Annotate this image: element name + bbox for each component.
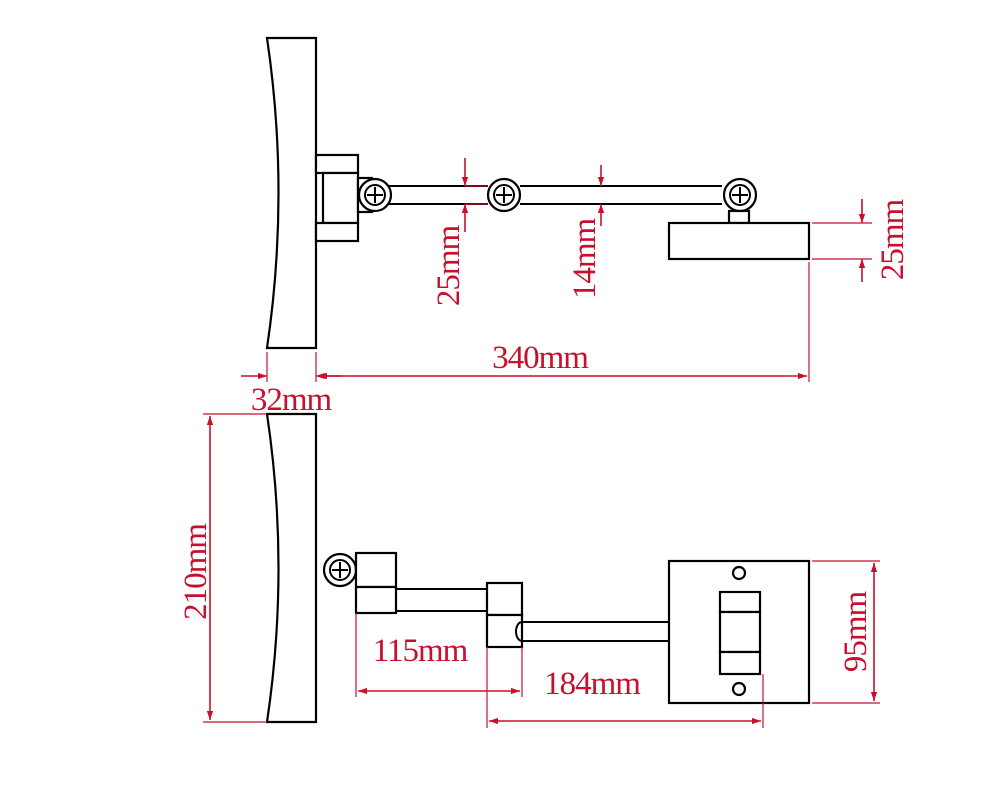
dim-base-25: 25mm: [812, 199, 911, 282]
top-screw-3-icon: [722, 177, 758, 213]
dim-segment-184-label: 184mm: [544, 666, 641, 702]
dim-arm-14-label: 14mm: [567, 218, 603, 300]
front-base-hole-bottom: [731, 681, 747, 697]
top-screw-2-icon: [486, 177, 522, 213]
front-knuckle-2-upper: [485, 581, 524, 617]
dim-height-210: 210mm: [178, 413, 267, 723]
front-mirror-profile: [265, 412, 318, 724]
front-arm-rod-1: [396, 588, 488, 612]
top-mirror-profile: [265, 36, 318, 350]
dim-arm-14: 14mm: [567, 165, 605, 300]
front-knuckle-1: [354, 551, 398, 589]
top-screw-1-icon: [357, 177, 393, 213]
dim-hinge-25: 25mm: [431, 158, 488, 306]
top-bracket-body: [321, 171, 360, 225]
dim-base-95: 95mm: [812, 560, 880, 704]
top-view: 25mm 14mm 25mm 340mm 32mm: [241, 36, 911, 418]
dim-height-210-label: 210mm: [178, 523, 214, 620]
top-base-stem: [727, 209, 751, 225]
top-arm-rod-2: [520, 185, 722, 205]
front-knuckle-1-lower: [354, 585, 398, 615]
dim-segment-184: 184mm: [486, 647, 764, 728]
top-base-plate: [667, 221, 811, 261]
front-view: 210mm 115mm 184mm 95mm: [178, 412, 880, 728]
top-arm-rod-1: [388, 185, 488, 205]
front-swivel-top: [718, 590, 762, 614]
front-swivel-bottom: [718, 650, 762, 676]
dim-hinge-25-label: 25mm: [431, 225, 467, 307]
dim-thickness-32-label: 32mm: [251, 382, 333, 418]
top-bracket-upper: [314, 153, 360, 175]
top-bracket-lower: [314, 221, 360, 243]
dim-base-95-label: 95mm: [838, 591, 874, 673]
front-base-hole-top: [731, 565, 747, 581]
dim-segment-115: 115mm: [355, 613, 523, 697]
front-screw-icon: [322, 552, 358, 588]
dim-base-25-label: 25mm: [875, 199, 911, 281]
dim-segment-115-label: 115mm: [373, 633, 469, 669]
dim-thickness-32: 32mm: [241, 352, 342, 418]
front-swivel-mid: [718, 610, 762, 654]
dim-total-340-label: 340mm: [492, 340, 589, 376]
dim-total-340: 340mm: [315, 262, 810, 382]
